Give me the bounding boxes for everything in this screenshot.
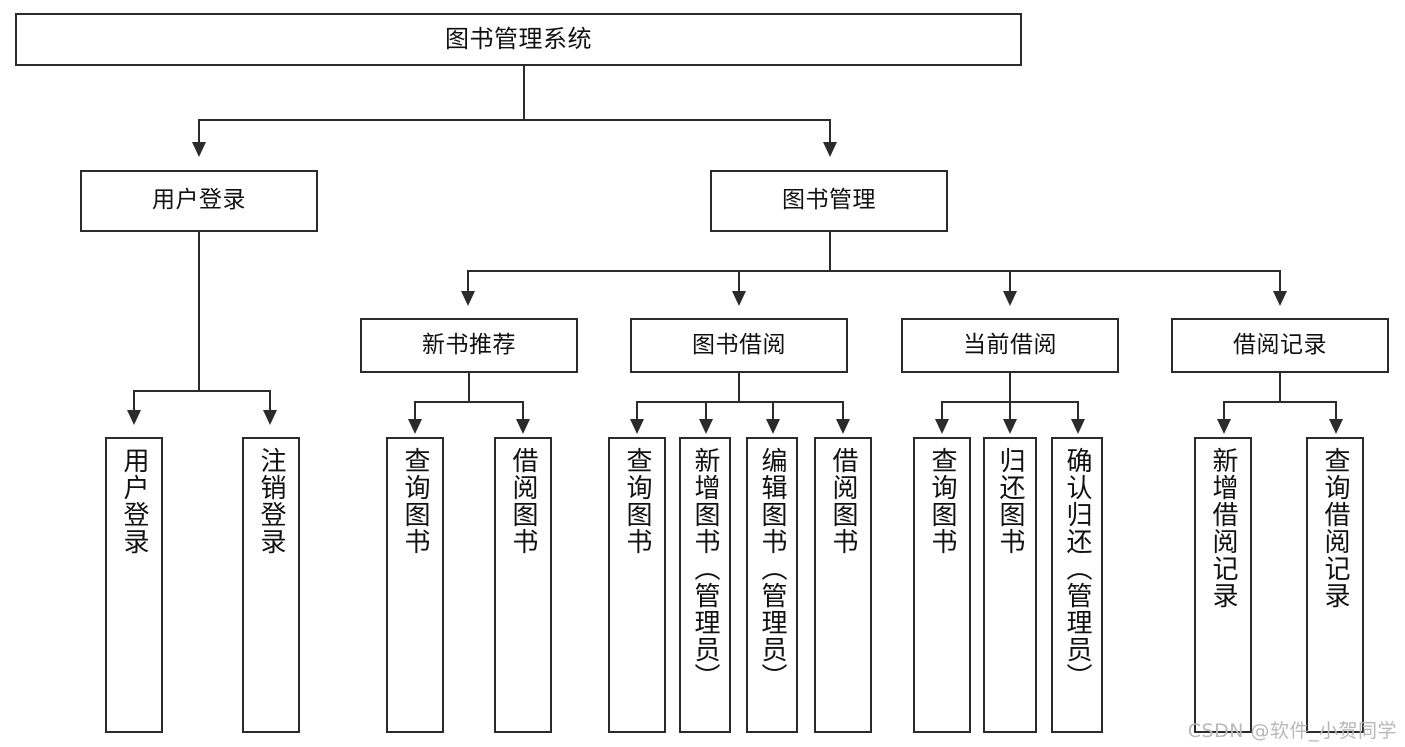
leaf-label: 查询图书 xyxy=(927,447,957,555)
connector-root-stem xyxy=(523,66,525,120)
leaf-label: 新增图书（管理员） xyxy=(690,447,720,690)
arrow-bm-to-new-book xyxy=(461,291,475,306)
node-borrow-record[interactable]: 借阅记录 xyxy=(1171,318,1389,373)
node-label: 新书推荐 xyxy=(422,331,516,358)
arrow-cb-to-leaf-3 xyxy=(1071,419,1085,434)
node-label: 当前借阅 xyxy=(963,331,1057,358)
node-current-borrow[interactable]: 当前借阅 xyxy=(901,318,1119,373)
arrow-user-login-to-leaf-2 xyxy=(263,410,277,425)
node-label: 图书借阅 xyxy=(692,331,786,358)
connector-user-login-bus xyxy=(133,390,270,392)
leaf-label: 编辑图书（管理员） xyxy=(757,447,787,690)
connector-cb-to-leaf-3 xyxy=(1077,401,1079,421)
leaf-label: 查询借阅记录 xyxy=(1320,447,1350,609)
connector-nb-to-leaf-2 xyxy=(522,401,524,421)
node-root-book-management-system[interactable]: 图书管理系统 xyxy=(15,13,1022,66)
connector-user-login-stem xyxy=(198,232,200,392)
arrow-bb-to-leaf-1 xyxy=(630,419,644,434)
arrow-bm-to-book-borrow xyxy=(732,291,746,306)
connector-book-management-stem xyxy=(829,232,831,272)
node-book-borrow[interactable]: 图书借阅 xyxy=(630,318,848,373)
leaf-label: 借阅图书 xyxy=(828,447,858,555)
connector-bm-to-book-borrow xyxy=(738,270,740,293)
connector-root-bus xyxy=(198,119,831,121)
connector-bb-to-leaf-4 xyxy=(842,401,844,421)
connector-bb-to-leaf-2 xyxy=(705,401,707,421)
connector-new-book-stem xyxy=(468,373,470,403)
connector-borrow-record-stem xyxy=(1279,373,1281,403)
connector-br-to-leaf-1 xyxy=(1223,401,1225,421)
connector-bb-to-leaf-1 xyxy=(636,401,638,421)
leaf-label: 新增借阅记录 xyxy=(1208,447,1238,609)
node-book-management[interactable]: 图书管理 xyxy=(710,170,948,232)
node-label: 图书管理 xyxy=(782,187,876,214)
leaf-label: 借阅图书 xyxy=(508,447,538,555)
connector-book-borrow-bus xyxy=(636,401,844,403)
connector-user-login-to-leaf-1 xyxy=(133,390,135,412)
connector-new-book-bus xyxy=(414,401,524,403)
node-label: 用户登录 xyxy=(152,187,246,214)
leaf-borrow-book-new-book[interactable]: 借阅图书 xyxy=(494,437,552,733)
leaf-logout[interactable]: 注销登录 xyxy=(242,437,300,733)
leaf-borrow-book[interactable]: 借阅图书 xyxy=(814,437,872,733)
arrow-nb-to-leaf-2 xyxy=(516,419,530,434)
leaf-edit-book-admin[interactable]: 编辑图书（管理员） xyxy=(746,437,798,733)
arrow-br-to-leaf-1 xyxy=(1217,419,1231,434)
arrow-bb-to-leaf-3 xyxy=(766,419,780,434)
arrow-root-to-book-management xyxy=(823,142,837,157)
connector-root-to-book-management xyxy=(829,119,831,144)
arrow-cb-to-leaf-1 xyxy=(935,419,949,434)
leaf-label: 确认归还（管理员） xyxy=(1062,447,1092,690)
node-label: 图书管理系统 xyxy=(445,25,592,54)
node-label: 借阅记录 xyxy=(1233,331,1327,358)
leaf-query-book-new-book[interactable]: 查询图书 xyxy=(386,437,444,733)
connector-bm-to-borrow-record xyxy=(1279,270,1281,293)
connector-bm-to-new-book xyxy=(467,270,469,293)
leaf-query-book-borrow[interactable]: 查询图书 xyxy=(608,437,666,733)
connector-borrow-record-bus xyxy=(1223,401,1337,403)
watermark-text: CSDN @软件_小贺同学 xyxy=(1187,720,1397,742)
leaf-label: 查询图书 xyxy=(622,447,652,555)
leaf-query-book-current[interactable]: 查询图书 xyxy=(913,437,971,733)
leaf-label: 查询图书 xyxy=(400,447,430,555)
arrow-cb-to-leaf-2 xyxy=(1003,419,1017,434)
connector-cb-to-leaf-2 xyxy=(1009,401,1011,421)
leaf-add-borrow-record[interactable]: 新增借阅记录 xyxy=(1194,437,1252,733)
arrow-user-login-to-leaf-1 xyxy=(127,410,141,425)
connector-bm-to-current-borrow xyxy=(1009,270,1011,293)
arrow-nb-to-leaf-1 xyxy=(408,419,422,434)
connector-nb-to-leaf-1 xyxy=(414,401,416,421)
connector-root-to-user-login xyxy=(198,119,200,144)
arrow-br-to-leaf-2 xyxy=(1329,419,1343,434)
connector-cb-to-leaf-1 xyxy=(941,401,943,421)
leaf-label: 注销登录 xyxy=(256,447,286,555)
arrow-bb-to-leaf-4 xyxy=(836,419,850,434)
arrow-bm-to-borrow-record xyxy=(1273,291,1287,306)
leaf-label: 归还图书 xyxy=(995,447,1025,555)
arrow-root-to-user-login xyxy=(192,142,206,157)
node-new-book-recommendation[interactable]: 新书推荐 xyxy=(360,318,578,373)
connector-book-borrow-stem xyxy=(738,373,740,403)
connector-book-management-bus xyxy=(467,270,1280,272)
connector-user-login-to-leaf-2 xyxy=(269,390,271,412)
leaf-add-book-admin[interactable]: 新增图书（管理员） xyxy=(679,437,731,733)
leaf-confirm-return-admin[interactable]: 确认归还（管理员） xyxy=(1051,437,1103,733)
arrow-bm-to-current-borrow xyxy=(1003,291,1017,306)
arrow-bb-to-leaf-2 xyxy=(699,419,713,434)
leaf-return-book[interactable]: 归还图书 xyxy=(983,437,1037,733)
leaf-query-borrow-record[interactable]: 查询借阅记录 xyxy=(1306,437,1364,733)
connector-current-borrow-stem xyxy=(1009,373,1011,403)
node-user-login[interactable]: 用户登录 xyxy=(80,170,318,232)
connector-br-to-leaf-2 xyxy=(1335,401,1337,421)
leaf-user-login[interactable]: 用户登录 xyxy=(105,437,163,733)
connector-bb-to-leaf-3 xyxy=(772,401,774,421)
leaf-label: 用户登录 xyxy=(119,447,149,555)
